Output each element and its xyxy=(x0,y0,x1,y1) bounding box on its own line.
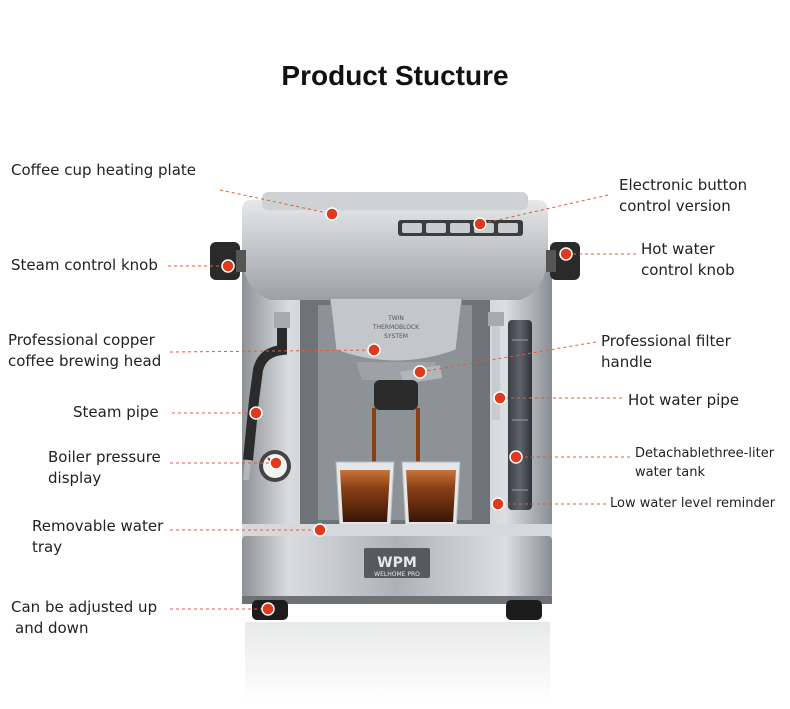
callout-dot-cup-plate xyxy=(325,207,339,221)
label-filter-handle: Professional filter handle xyxy=(601,332,731,371)
hot-water-knob xyxy=(550,242,580,280)
portafilter-spout xyxy=(374,380,418,410)
callout-dot-feet xyxy=(261,602,275,616)
callout-dot-low-water xyxy=(491,497,505,511)
label-hot-water-pipe: Hot water pipe xyxy=(628,391,740,409)
leader-line-buttons xyxy=(479,194,609,225)
foot-right xyxy=(506,600,542,620)
leader-line-brew-head xyxy=(169,349,375,353)
water-tank xyxy=(508,320,532,510)
label-adjustable-feet: Can be adjusted up and down xyxy=(11,598,158,637)
label-hot-water-knob: Hot water control knob xyxy=(641,240,735,279)
leader-line-cup-plate xyxy=(219,189,333,215)
label-water-tray: Removable water tray xyxy=(32,517,164,556)
drip-grate xyxy=(242,524,552,538)
callout-dot-brew-head xyxy=(367,343,381,357)
callout-dot-filter xyxy=(413,365,427,379)
label-brewing-head: Professional copper coffee brewing head xyxy=(8,331,162,370)
brand-badge-subtext: WELHOME PRO xyxy=(374,571,420,578)
brand-badge-text: WPM xyxy=(377,555,417,571)
label-cup-heating-plate: Coffee cup heating plate xyxy=(11,161,197,179)
head-text-1: TWIN xyxy=(387,315,404,322)
callout-dot-steam-knob xyxy=(221,259,235,273)
head-text-2: THERMOBLOCK xyxy=(372,324,420,331)
floor-reflection xyxy=(245,622,550,702)
callout-dot-tank xyxy=(509,450,523,464)
diagram-title: Product Stucture xyxy=(281,60,509,91)
cup-heating-plate xyxy=(262,192,528,210)
brew-head xyxy=(329,297,463,362)
label-low-water-reminder: Low water level reminder xyxy=(610,496,776,511)
label-water-tank: Detachablethree-liter water tank xyxy=(635,446,775,480)
top-housing xyxy=(242,200,548,300)
callout-dot-hot-pipe xyxy=(493,391,507,405)
head-text-3: SYSTEM xyxy=(384,333,408,340)
label-steam-control-knob: Steam control knob xyxy=(11,256,158,274)
callout-dot-steam-pipe xyxy=(249,406,263,420)
callout-dot-buttons xyxy=(473,217,487,231)
callout-dot-water-tray xyxy=(313,523,327,537)
brand-badge xyxy=(364,548,430,578)
label-electronic-buttons: Electronic button control version xyxy=(619,176,748,215)
steam-pipe xyxy=(243,320,287,461)
callout-dot-boiler xyxy=(269,456,283,470)
label-boiler-pressure: Boiler pressure display xyxy=(48,448,161,487)
label-steam-pipe: Steam pipe xyxy=(73,403,159,421)
callout-dot-hot-knob xyxy=(559,247,573,261)
